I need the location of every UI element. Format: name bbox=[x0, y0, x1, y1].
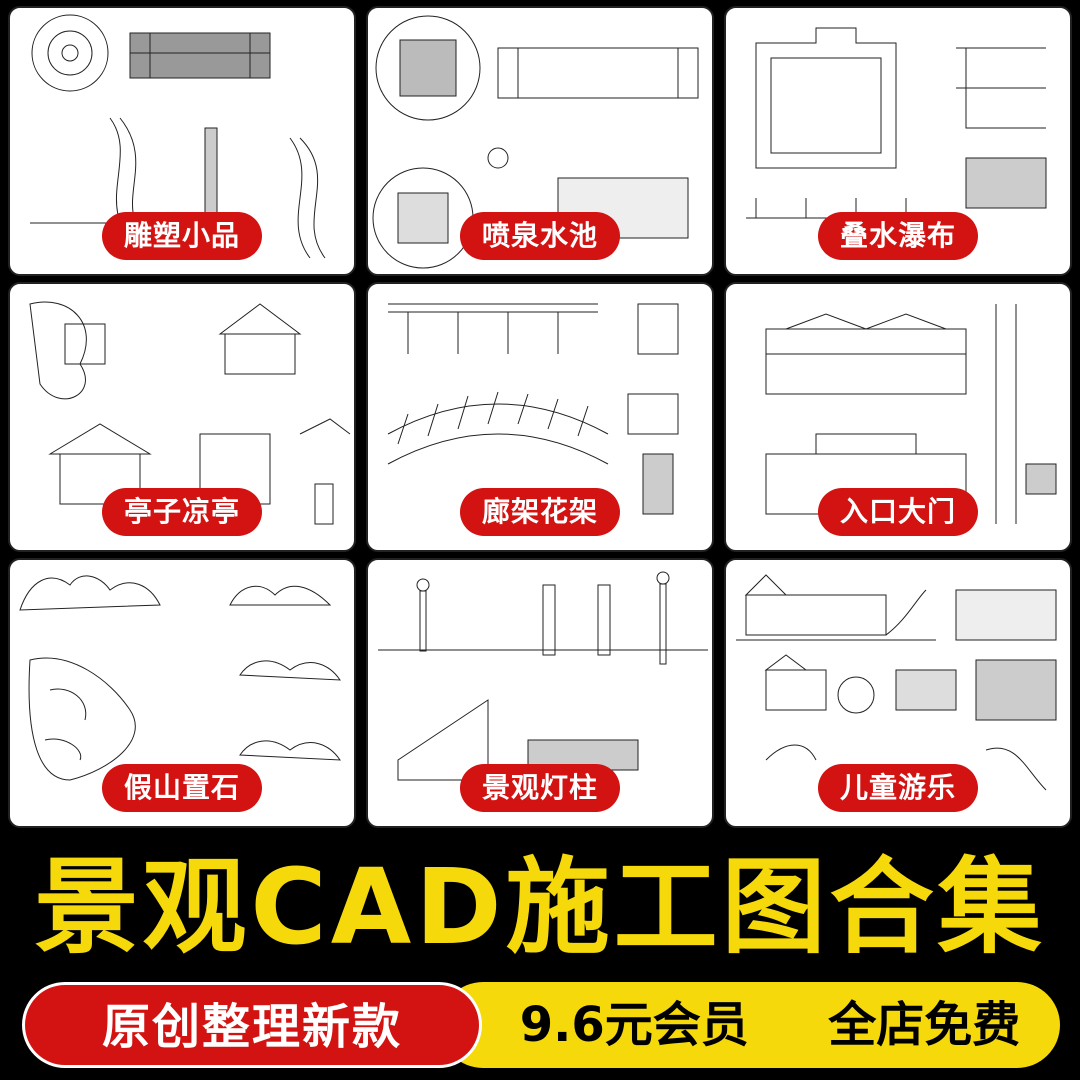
thumbnail-grid: 雕塑小品 喷泉水池 bbox=[8, 6, 1072, 828]
card-pergola[interactable]: 廊架花架 bbox=[366, 282, 714, 552]
card-gate[interactable]: 入口大门 bbox=[724, 282, 1072, 552]
cad-drawing-cascade bbox=[746, 27, 1047, 219]
cad-drawing-sculpture bbox=[30, 14, 326, 259]
banner-title: 景观CAD施工图合集 bbox=[34, 846, 1046, 968]
promo-footer: 9.6元会员 全店免费 原创整理新款 bbox=[0, 970, 1080, 1080]
card-playground[interactable]: 儿童游乐 bbox=[724, 558, 1072, 828]
card-label: 雕塑小品 bbox=[101, 212, 263, 260]
promo-pill-red[interactable]: 原创整理新款 bbox=[22, 982, 482, 1068]
card-label: 廊架花架 bbox=[459, 488, 621, 536]
cad-drawing-pavilion bbox=[29, 301, 351, 525]
promo-pill-yellow[interactable]: 9.6元会员 全店免费 bbox=[440, 982, 1060, 1068]
card-label: 喷泉水池 bbox=[459, 212, 621, 260]
card-label: 入口大门 bbox=[817, 488, 979, 536]
cad-drawing-pergola bbox=[387, 303, 679, 515]
card-lamp-post[interactable]: 景观灯柱 bbox=[366, 558, 714, 828]
free-text: 全店免费 bbox=[828, 997, 1021, 1053]
cad-drawing-playground bbox=[736, 574, 1057, 791]
card-pavilion[interactable]: 亭子凉亭 bbox=[8, 282, 356, 552]
cad-drawing-rockery bbox=[19, 575, 341, 781]
card-label: 假山置石 bbox=[101, 764, 263, 812]
card-label: 叠水瀑布 bbox=[817, 212, 979, 260]
title-banner: 景观CAD施工图合集 bbox=[0, 848, 1080, 966]
card-label: 景观灯柱 bbox=[459, 764, 621, 812]
card-label: 儿童游乐 bbox=[817, 764, 979, 812]
cad-drawing-fountain bbox=[372, 15, 699, 269]
card-rockery[interactable]: 假山置石 bbox=[8, 558, 356, 828]
card-sculpture[interactable]: 雕塑小品 bbox=[8, 6, 356, 276]
card-label: 亭子凉亭 bbox=[101, 488, 263, 536]
card-cascade[interactable]: 叠水瀑布 bbox=[724, 6, 1072, 276]
price-text: 9.6元会员 bbox=[519, 997, 749, 1053]
cad-drawing-gate bbox=[765, 304, 1057, 524]
card-fountain[interactable]: 喷泉水池 bbox=[366, 6, 714, 276]
